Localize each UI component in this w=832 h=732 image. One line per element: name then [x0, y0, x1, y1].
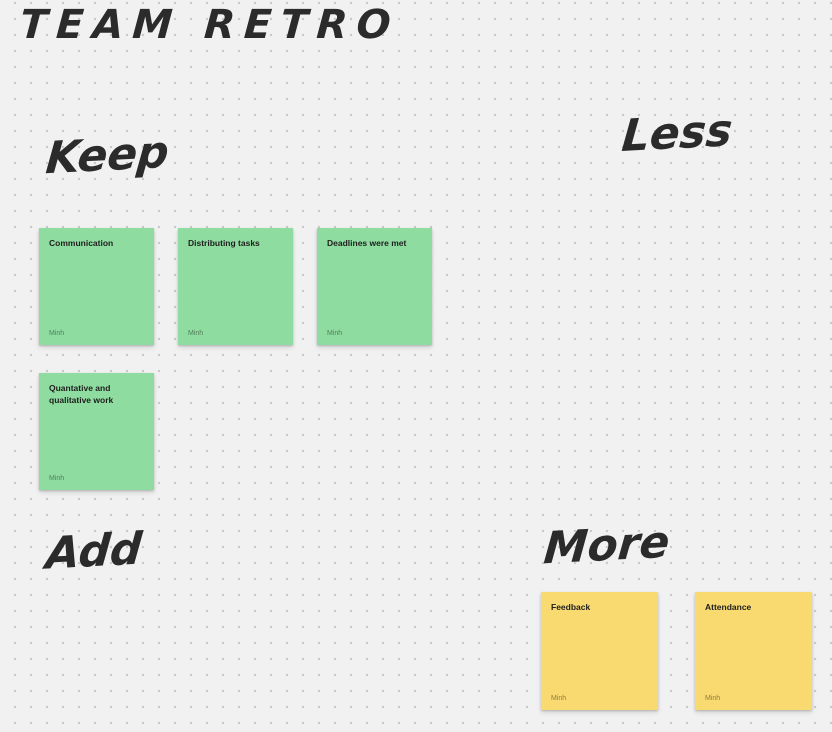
sticky-note-author: Minh: [705, 695, 721, 702]
section-heading-keep[interactable]: Keep: [43, 126, 172, 185]
section-heading-add[interactable]: Add: [43, 523, 144, 580]
sticky-note-text: Communication: [49, 238, 114, 248]
board-title[interactable]: TEAM RETRO: [18, 2, 402, 48]
sticky-note-quantative-qualitative-work[interactable]: Quantative and qualitative work Minh: [39, 373, 154, 490]
sticky-note-feedback[interactable]: Feedback Minh: [541, 592, 658, 710]
sticky-note-author: Minh: [49, 330, 65, 337]
sticky-note-author: Minh: [551, 695, 567, 702]
section-heading-more[interactable]: More: [541, 516, 672, 575]
sticky-note-communication[interactable]: Communication Minh: [39, 228, 154, 345]
section-heading-less[interactable]: Less: [619, 104, 735, 163]
sticky-note-distributing-tasks[interactable]: Distributing tasks Minh: [178, 228, 293, 345]
sticky-note-text: Distributing tasks: [188, 238, 260, 248]
sticky-note-author: Minh: [188, 330, 204, 337]
sticky-note-text: Deadlines were met: [327, 238, 407, 248]
sticky-note-text: Feedback: [551, 602, 591, 612]
sticky-note-text: Quantative and qualitative work: [49, 383, 114, 405]
sticky-note-author: Minh: [327, 330, 343, 337]
sticky-note-author: Minh: [49, 475, 65, 482]
sticky-note-text: Attendance: [705, 602, 752, 612]
sticky-note-deadlines-were-met[interactable]: Deadlines were met Minh: [317, 228, 432, 345]
sticky-note-attendance[interactable]: Attendance Minh: [695, 592, 812, 710]
